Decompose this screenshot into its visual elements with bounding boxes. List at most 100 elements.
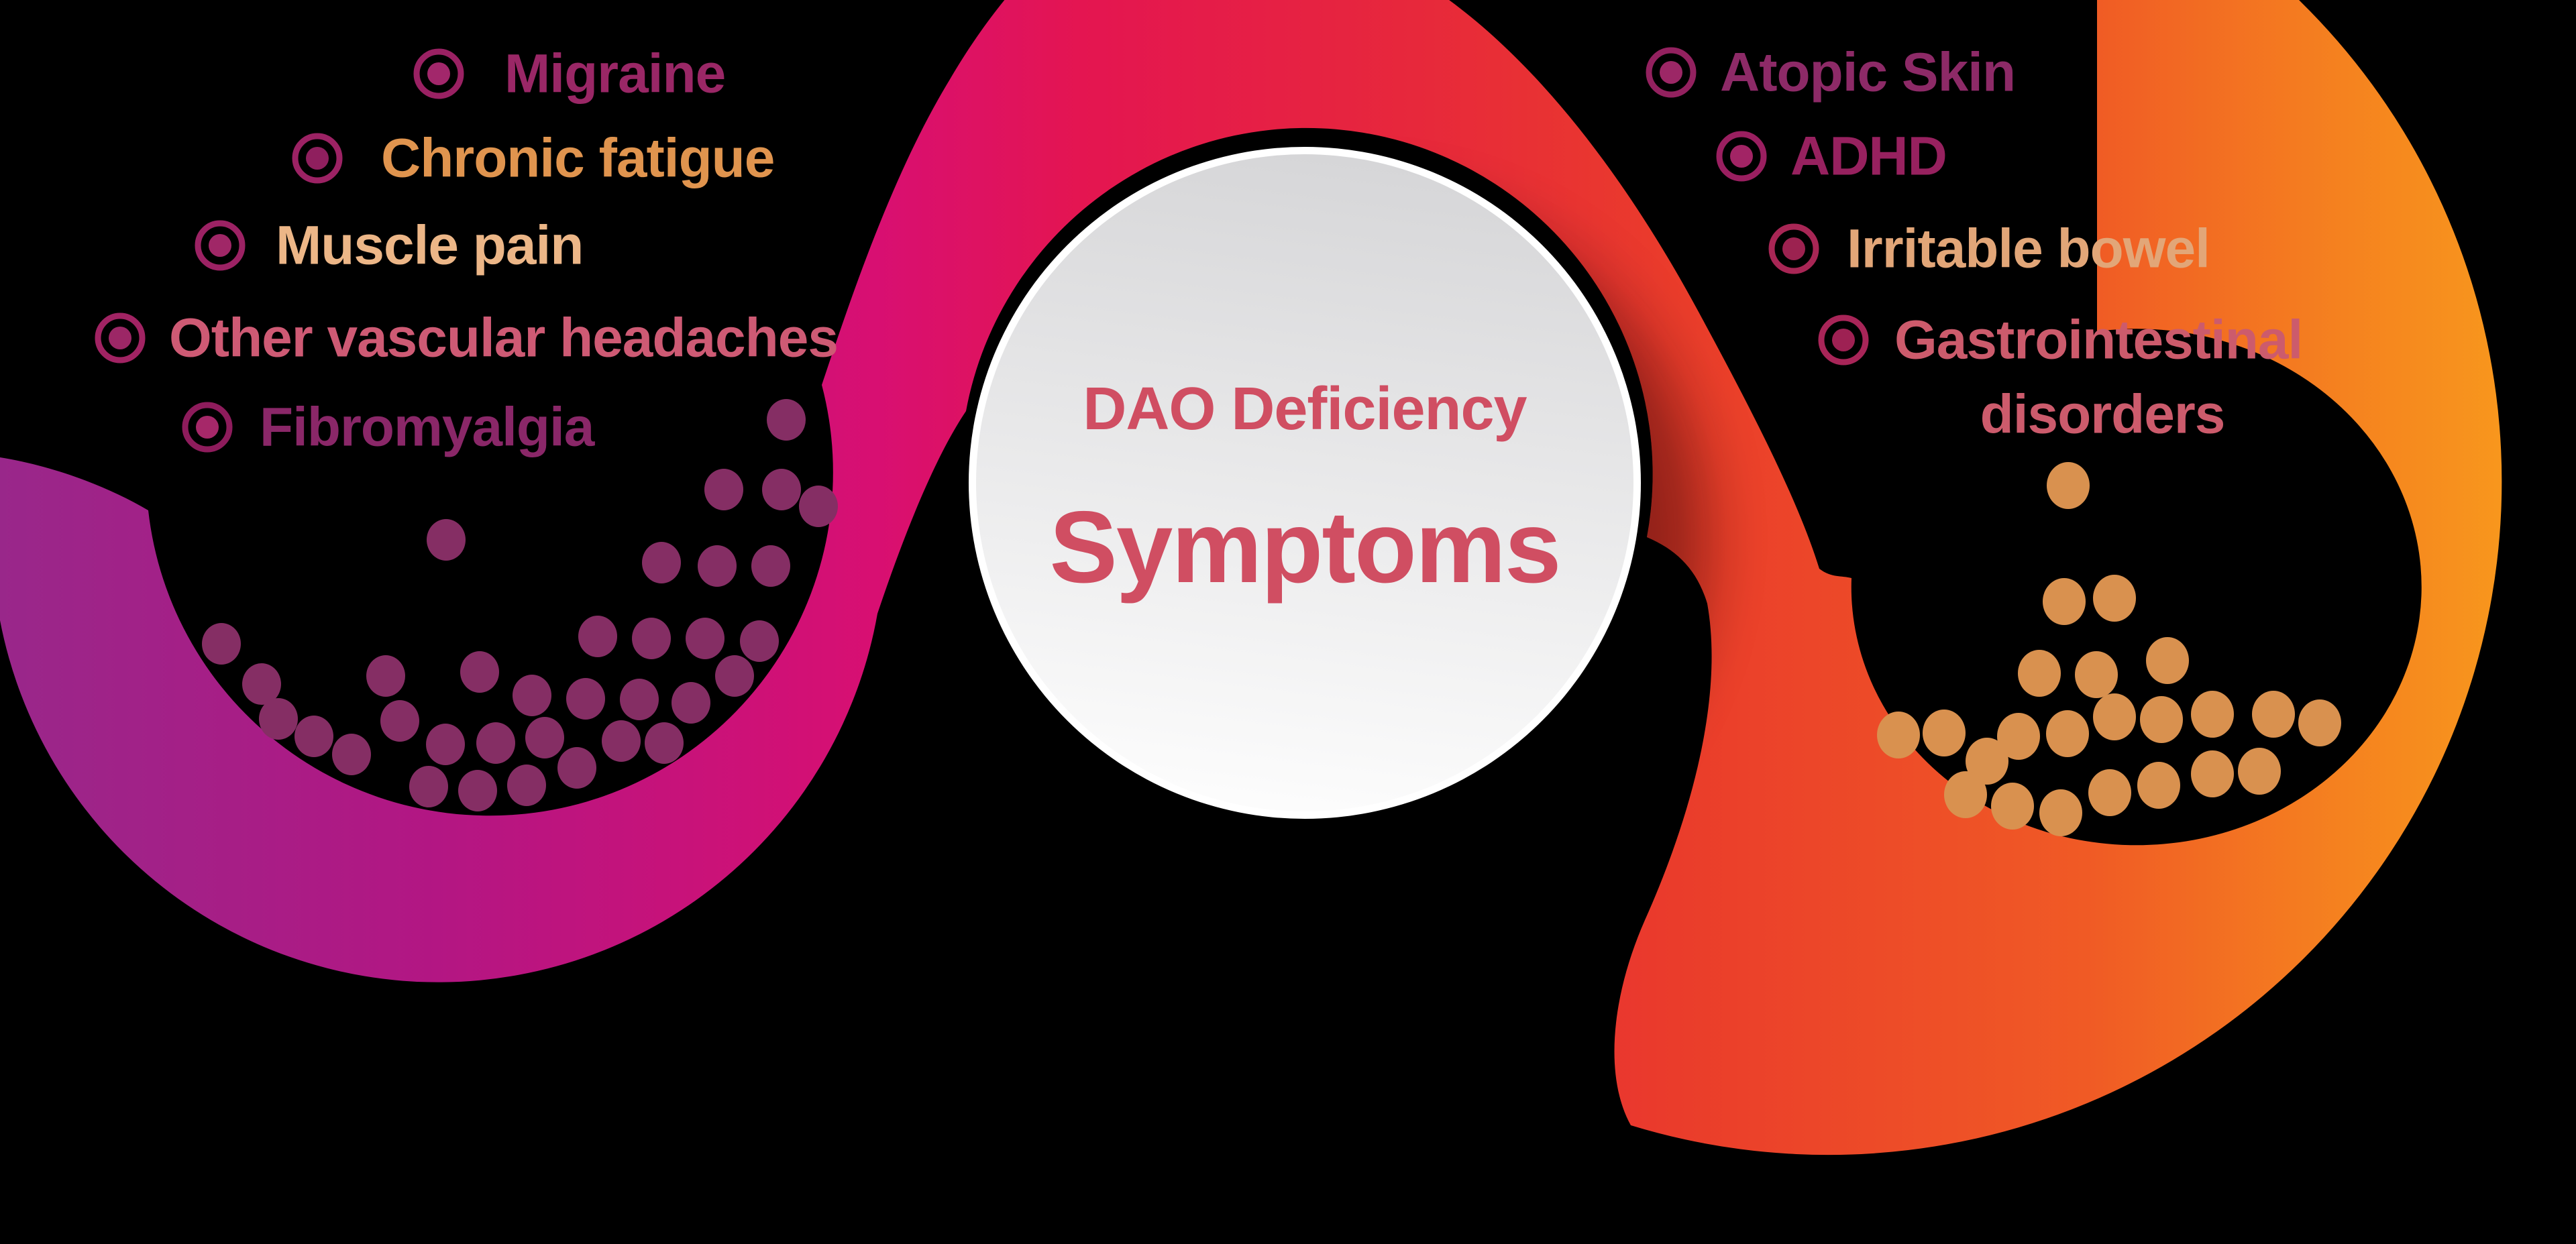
wave-ribbon: [0, 0, 2502, 1155]
bowl-dot: [602, 720, 641, 762]
bowl-dot: [2093, 693, 2136, 740]
title-line2: Symptoms: [1049, 490, 1560, 604]
bowl-dot: [513, 675, 551, 716]
bowl-dot: [1997, 713, 2040, 760]
bullet-ring: [95, 313, 146, 363]
bowl-dot: [460, 651, 499, 693]
title-line1: DAO Deficiency: [1083, 376, 1527, 443]
bullet-ring: [1768, 223, 1819, 274]
bowl-dot: [566, 678, 605, 720]
bullet-dot: [1832, 329, 1855, 351]
target-bullet-icon: [1646, 47, 1697, 98]
bowl-dot: [704, 469, 743, 510]
left-symptom-list: Migraine Chronic fatigue Muscle pain Oth…: [95, 44, 839, 458]
bowl-dot: [427, 519, 466, 561]
target-bullet-icon: [95, 313, 146, 363]
symptom-item-gastrointestinal-disorders: Gastrointestinal disorders: [1818, 310, 2303, 445]
target-bullet-icon: [413, 48, 464, 99]
target-bullet-icon: [1818, 315, 1869, 365]
bowl-dot: [2146, 637, 2189, 684]
symptom-label: Atopic Skin: [1720, 42, 2015, 103]
target-bullet-icon: [292, 133, 343, 184]
bullet-dot: [109, 327, 131, 349]
bowl-dot: [2191, 691, 2234, 738]
bullet-dot: [196, 416, 219, 439]
symptom-label: ADHD: [1790, 126, 1947, 187]
bowl-dot: [366, 655, 405, 697]
bowl-dot: [642, 542, 681, 583]
bowl-dot: [507, 765, 546, 806]
bowl-dot: [645, 722, 684, 764]
bowl-dot: [458, 770, 497, 811]
symptom-label: Other vascular headaches: [169, 308, 838, 369]
bowl-dot: [767, 399, 806, 441]
bowl-dot: [799, 486, 838, 527]
bowl-dot: [715, 655, 754, 697]
symptom-item-atopic-skin: Atopic Skin: [1646, 42, 2016, 103]
bowl-dot: [1991, 783, 2034, 830]
symptom-label: Chronic fatigue: [381, 128, 774, 189]
bullet-dot: [209, 234, 231, 257]
bowl-dot: [686, 618, 724, 659]
bowl-dot: [2298, 699, 2341, 746]
bullet-dot: [427, 62, 450, 85]
symptom-label-line2: disorders: [1980, 384, 2225, 445]
target-bullet-icon: [1716, 131, 1767, 182]
bowl-dot: [1877, 712, 1920, 758]
bowl-dot: [751, 545, 790, 587]
bowl-dot: [1944, 771, 1987, 818]
symptom-item-chronic-fatigue: Chronic fatigue: [292, 128, 775, 189]
bowl-dot: [740, 620, 779, 662]
bullet-dot: [306, 147, 329, 170]
bowl-dot: [332, 734, 371, 775]
symptom-item-irritable-bowel: Irritable bowel: [1768, 219, 2210, 280]
bullet-ring: [1818, 315, 1869, 365]
bowl-dot: [2191, 750, 2234, 797]
bowl-dot: [698, 545, 737, 587]
bullet-ring: [195, 220, 246, 271]
bowl-dot: [476, 722, 515, 764]
bowl-dot: [578, 616, 617, 657]
bullet-ring: [413, 48, 464, 99]
target-bullet-icon: [195, 220, 246, 271]
bowl-dot: [2047, 462, 2090, 509]
bowl-dot: [202, 623, 241, 665]
bowl-dot: [632, 618, 671, 659]
bowl-dot: [426, 724, 465, 765]
bullet-dot: [1660, 61, 1682, 84]
bowl-dot: [2018, 650, 2061, 697]
bowl-dot: [2238, 748, 2281, 795]
bowl-dot: [294, 716, 333, 757]
bowl-dot: [2137, 762, 2180, 809]
bowl-dot: [1923, 710, 1966, 756]
bowl-dot: [2046, 710, 2089, 757]
bullet-dot: [1730, 145, 1753, 168]
symptom-label: Fibromyalgia: [260, 397, 596, 458]
symptom-item-fibromyalgia: Fibromyalgia: [182, 397, 596, 458]
symptom-label: Muscle pain: [276, 215, 583, 276]
bowl-dot: [2075, 651, 2118, 698]
right-bowl-dots: [1877, 462, 2341, 836]
bowl-dot: [2088, 769, 2131, 816]
left-bowl-dots: [202, 399, 838, 811]
bowl-dot: [259, 698, 298, 740]
target-bullet-icon: [1768, 223, 1819, 274]
symptom-item-migraine: Migraine: [413, 44, 726, 105]
bowl-dot: [2039, 789, 2082, 836]
symptom-label: Gastrointestinal: [1894, 310, 2302, 371]
bullet-ring: [1646, 47, 1697, 98]
bowl-dot: [525, 717, 564, 758]
bowl-dot: [380, 700, 419, 742]
bowl-dot: [242, 663, 281, 705]
bowl-dot: [2140, 696, 2183, 743]
bullet-ring: [182, 402, 233, 453]
bullet-ring: [1716, 131, 1767, 182]
bowl-dot: [762, 469, 801, 510]
symptom-item-muscle-pain: Muscle pain: [195, 215, 584, 276]
symptom-label: Migraine: [504, 44, 725, 105]
bowl-dot: [2093, 575, 2136, 622]
bowl-dot: [409, 766, 448, 807]
symptom-item-adhd: ADHD: [1716, 126, 1947, 187]
